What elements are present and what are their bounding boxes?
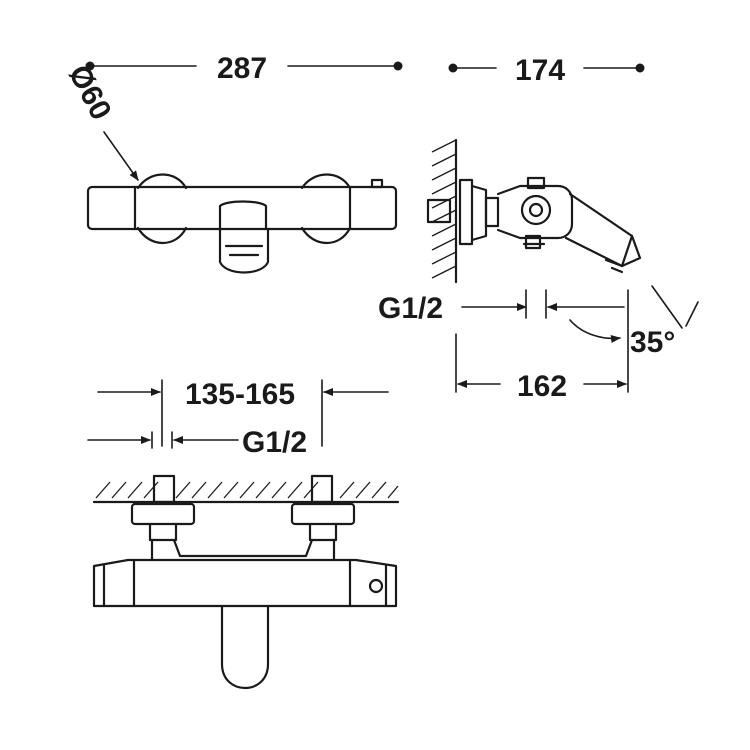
diameter-label: Ø60 xyxy=(62,60,118,126)
escutcheon-left xyxy=(130,502,196,526)
spout-front xyxy=(218,200,270,274)
inlet-right xyxy=(310,474,334,504)
spout-plan xyxy=(220,604,270,689)
body-side xyxy=(496,184,574,240)
dimension-line-287 xyxy=(85,61,403,71)
spout-side xyxy=(564,192,634,268)
escutcheon-right xyxy=(290,502,356,526)
diameter-leader xyxy=(103,131,139,181)
dimension-162-label: 162 xyxy=(517,370,567,403)
mixer-body-plan xyxy=(92,558,398,608)
wall-hatch-plan xyxy=(92,481,400,504)
front-view: 287 Ø60 xyxy=(62,52,403,274)
escutcheon xyxy=(458,178,474,246)
g12-plan-label: G1/2 xyxy=(242,426,307,459)
angle-ref-line xyxy=(651,285,683,329)
body-indicator xyxy=(370,178,384,189)
right-handle xyxy=(300,173,352,190)
mixer-body xyxy=(86,185,398,231)
g12-side-label: G1/2 xyxy=(378,292,443,325)
dimension-287-label: 287 xyxy=(217,52,267,85)
wall-inlet xyxy=(426,198,452,224)
dimension-line-174 xyxy=(448,63,645,73)
body-button xyxy=(368,578,384,594)
dimension-174-label: 174 xyxy=(515,54,565,87)
inlet-left xyxy=(152,474,176,504)
angle-label: 35° xyxy=(630,326,675,359)
left-handle xyxy=(136,173,188,190)
side-view: 174 G1/2 xyxy=(378,54,699,403)
dimension-135-165-label: 135-165 xyxy=(185,378,295,411)
wall-hatch-side xyxy=(431,138,458,284)
plan-view: 135-165 G1/2 xyxy=(87,378,400,689)
handle-side xyxy=(520,194,552,226)
